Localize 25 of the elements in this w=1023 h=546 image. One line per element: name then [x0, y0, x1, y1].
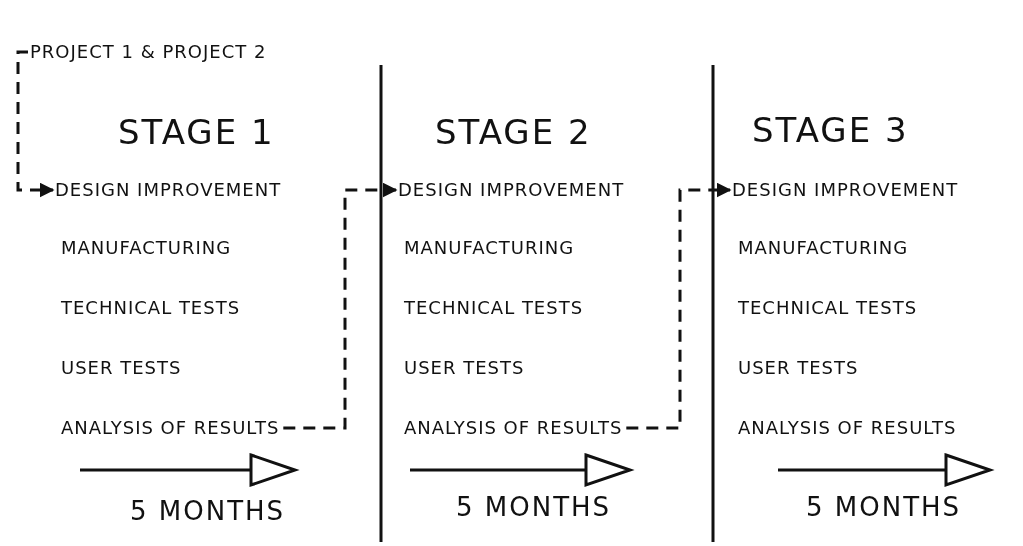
step-label: DESIGN IMPROVEMENT	[732, 179, 959, 200]
step-label: USER TESTS	[61, 357, 182, 378]
dashed-arrow	[626, 182, 732, 430]
step-label: MANUFACTURING	[404, 237, 575, 258]
stage-heading: STAGE 2	[435, 112, 592, 152]
dashed-arrow	[283, 182, 398, 430]
duration-label: 5 MONTHS	[806, 492, 962, 522]
stage-heading: STAGE 3	[752, 110, 909, 150]
step-label: ANALYSIS OF RESULTS	[738, 417, 957, 438]
step-label: TECHNICAL TESTS	[738, 297, 918, 318]
step-label: PROJECT 1 & PROJECT 2	[30, 41, 267, 62]
step-label: ANALYSIS OF RESULTS	[404, 417, 623, 438]
dashed-arrow	[16, 50, 55, 198]
step-label: USER TESTS	[404, 357, 525, 378]
stage-heading: STAGE 1	[118, 112, 275, 152]
step-label: DESIGN IMPROVEMENT	[55, 179, 282, 200]
step-label: MANUFACTURING	[61, 237, 232, 258]
duration-label: 5 MONTHS	[130, 496, 286, 526]
step-label: TECHNICAL TESTS	[61, 297, 241, 318]
duration-label: 5 MONTHS	[456, 492, 612, 522]
step-label: DESIGN IMPROVEMENT	[398, 179, 625, 200]
step-label: ANALYSIS OF RESULTS	[61, 417, 280, 438]
step-label: TECHNICAL TESTS	[404, 297, 584, 318]
step-label: USER TESTS	[738, 357, 859, 378]
step-label: MANUFACTURING	[738, 237, 909, 258]
